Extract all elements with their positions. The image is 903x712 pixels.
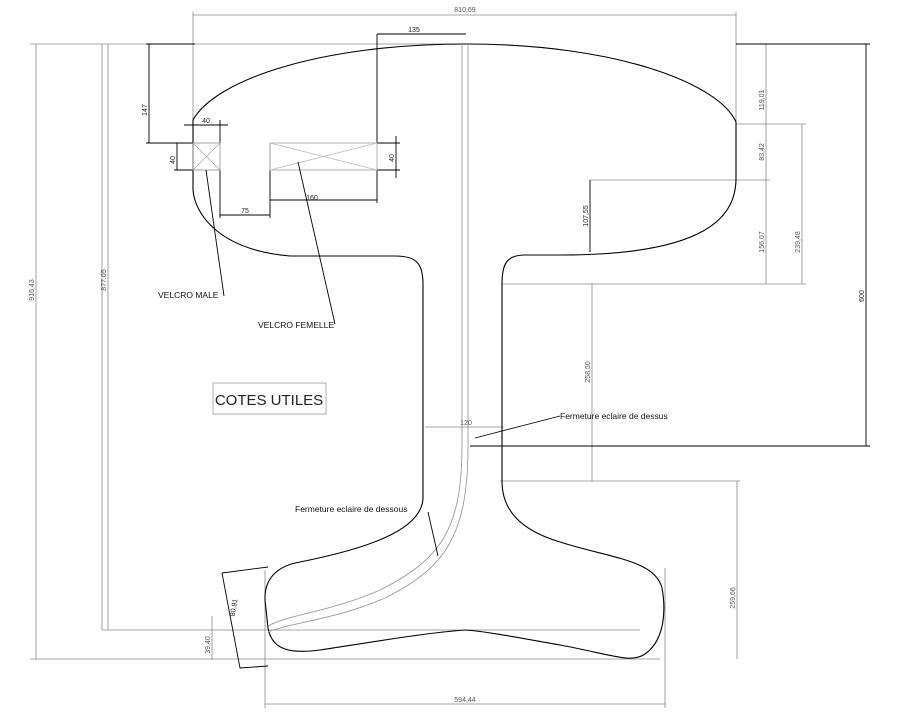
dimension-lines-black xyxy=(146,33,870,669)
dim-877: 877,05 xyxy=(101,269,108,291)
dim-top-width: 810,69 xyxy=(454,7,476,14)
zip-top-label: Fermeture eclaire de dessus xyxy=(560,411,668,421)
dim-594: 594,44 xyxy=(454,697,476,704)
dim-39: 39,40 xyxy=(205,636,212,654)
velcro-male-box xyxy=(192,142,221,171)
dim-velcro-h-right: 40 xyxy=(389,154,396,162)
dim-160: 160 xyxy=(306,195,318,202)
dim-600: 600 xyxy=(859,290,866,302)
dim-147: 147 xyxy=(142,104,149,116)
dim-80: 80,91 xyxy=(230,598,240,617)
dim-107: 107,55 xyxy=(583,205,590,227)
dimension-lines xyxy=(30,12,806,708)
zipper-line xyxy=(267,44,469,633)
velcro-femelle-label: VELCRO FEMELLE xyxy=(258,320,334,330)
dim-velcro-h-left: 40 xyxy=(170,156,177,164)
dim-916: 916,43 xyxy=(29,279,36,301)
dim-velcro-w: 40 xyxy=(202,118,210,125)
velcro-male-label: VELCRO MALE xyxy=(158,290,219,300)
dim-239: 239,48 xyxy=(795,231,802,253)
dim-259: 259,66 xyxy=(730,587,737,609)
rail-outline xyxy=(192,43,737,659)
leader-lines xyxy=(205,161,561,557)
dim-156: 156,07 xyxy=(759,231,766,253)
dim-258: 258,50 xyxy=(585,361,592,383)
dim-135: 135 xyxy=(408,27,420,34)
dimension-values: 810,69 135 916,43 877,05 147 40 40 40 75… xyxy=(29,7,866,704)
dim-75: 75 xyxy=(241,208,249,215)
zip-bottom-label: Fermeture eclaire de dessous xyxy=(295,504,407,514)
dim-120: 120 xyxy=(460,420,472,427)
title-box-frame xyxy=(212,382,327,415)
velcro-femelle-box xyxy=(269,142,378,171)
dim-83: 83,42 xyxy=(759,143,766,161)
dim-119: 119,01 xyxy=(759,89,766,110)
title-box: COTES UTILES xyxy=(215,392,323,409)
